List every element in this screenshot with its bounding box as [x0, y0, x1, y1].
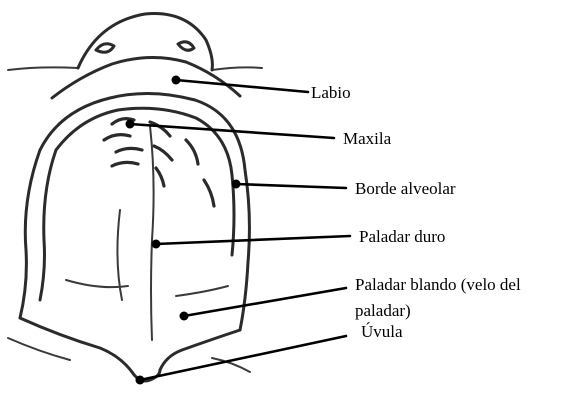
- marker-dot: [152, 240, 161, 249]
- label-borde-alveolar: Borde alveolar: [355, 179, 456, 198]
- label-leaders: [126, 76, 351, 385]
- label-maxila: Maxila: [343, 129, 392, 148]
- labels: Labio Maxila Borde alveolar Paladar duro…: [311, 83, 521, 341]
- label-paladar-duro: Paladar duro: [359, 227, 445, 246]
- marker-dot: [180, 312, 189, 321]
- marker-dot: [126, 120, 135, 129]
- marker-dot: [172, 76, 181, 85]
- marker-dot: [136, 376, 145, 385]
- label-labio: Labio: [311, 83, 351, 102]
- label-paladar-blando-line1: Paladar blando (velo del: [355, 275, 521, 294]
- marker-dot: [232, 180, 241, 189]
- leader-paladar-blando: [180, 288, 347, 321]
- label-uvula: Úvula: [361, 322, 403, 341]
- label-paladar-blando-line2: paladar): [355, 301, 411, 320]
- palate-illustration: [8, 93, 250, 381]
- leader-labio: [172, 76, 309, 93]
